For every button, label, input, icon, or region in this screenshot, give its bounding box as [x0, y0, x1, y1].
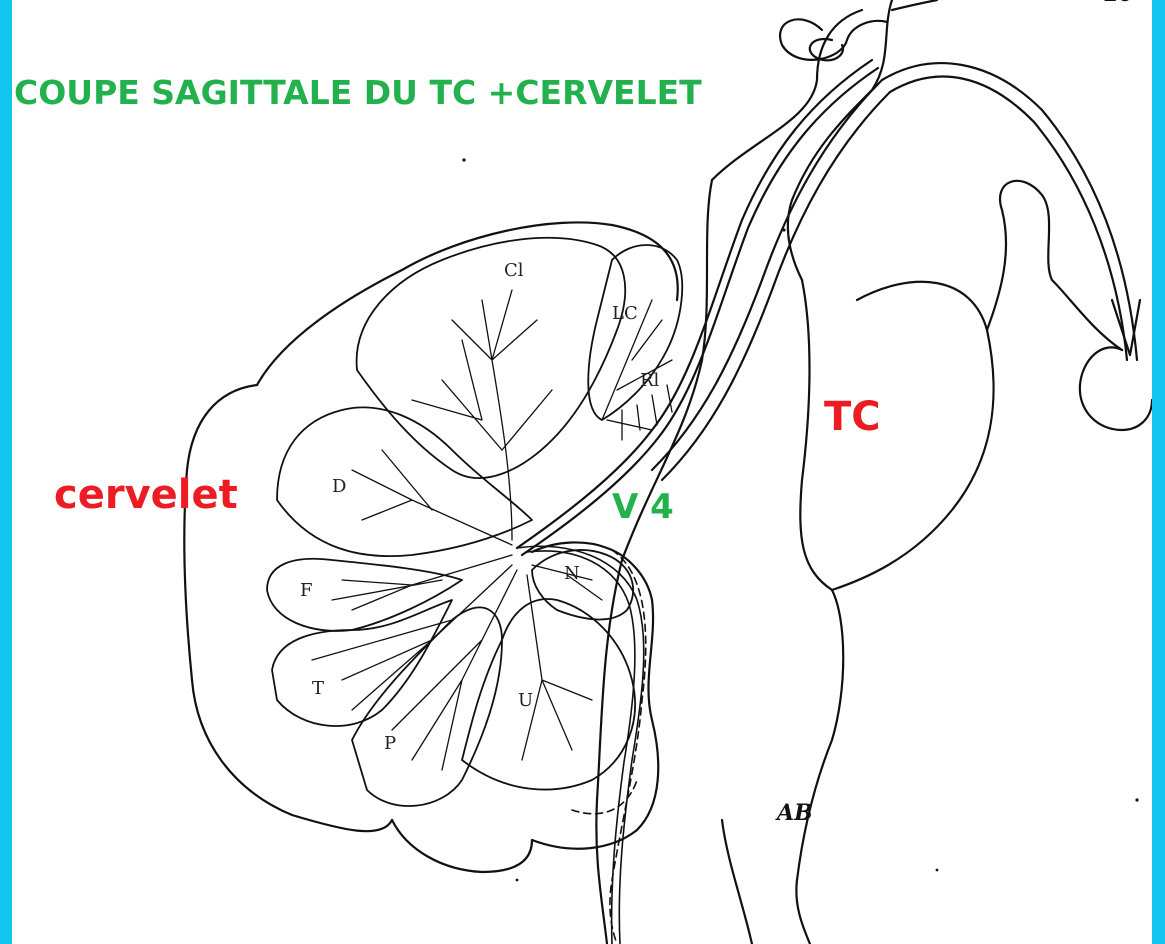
lobule-label-lc: LC: [612, 305, 638, 323]
lobule-label-d: D: [332, 478, 346, 496]
lobule-label-f: F: [300, 582, 313, 600]
lobule-label-t: T: [312, 680, 324, 698]
label-v4: V 4: [612, 490, 674, 524]
brainstem-outline: [596, 0, 1152, 944]
lobule-label-n: N: [564, 565, 580, 583]
cerebellum-outline: [184, 222, 677, 872]
label-cervelet: cervelet: [54, 475, 238, 515]
diagram-frame: Cl LC Rl D F T P U N AB COUPE SAGITTALE …: [12, 0, 1152, 944]
artist-signature: AB: [777, 800, 813, 826]
label-tc: TC: [824, 397, 881, 437]
diagram-title: COUPE SAGITTALE DU TC +CERVELET: [14, 76, 702, 109]
corner-page-number: 10: [1102, 0, 1133, 6]
lobule-label-p: P: [384, 735, 396, 753]
lobule-label-rl: Rl: [640, 372, 659, 390]
lobule-label-cl: Cl: [504, 262, 524, 280]
lobule-label-u: U: [518, 692, 533, 710]
arbor-vitae: [312, 290, 672, 770]
